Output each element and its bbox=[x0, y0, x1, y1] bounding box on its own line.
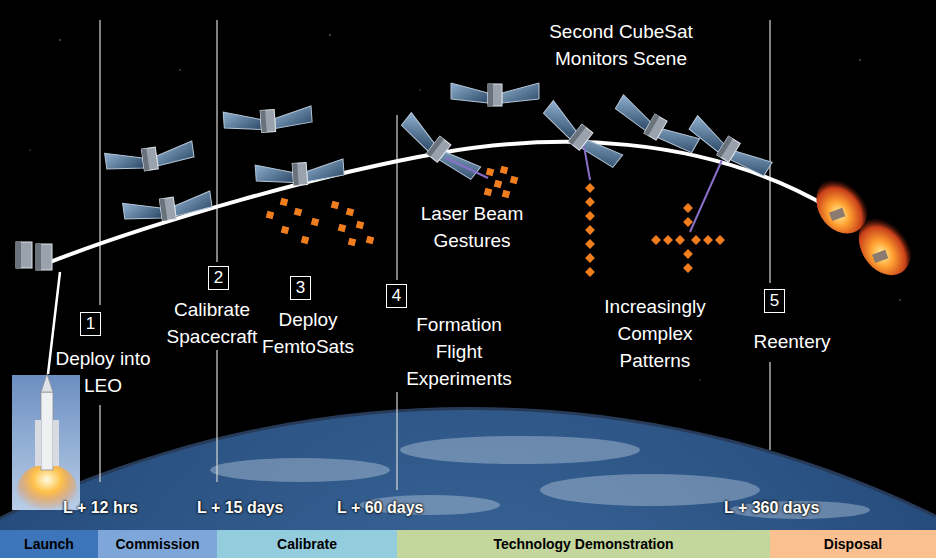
phase-name: Launch bbox=[24, 536, 74, 552]
phase-band: Commission bbox=[98, 530, 217, 558]
phase-name: Disposal bbox=[824, 536, 882, 552]
phase-name: Commission bbox=[115, 536, 199, 552]
callout-box: 5 bbox=[764, 289, 785, 313]
phase-band: Calibrate bbox=[217, 530, 397, 558]
callout-number: 4 bbox=[392, 286, 401, 306]
phase-name: Technology Demonstration bbox=[493, 536, 673, 552]
callout-box: 1 bbox=[80, 312, 101, 336]
time-label: L + 12 hrs bbox=[63, 498, 138, 518]
step-label: Reentery bbox=[737, 328, 847, 355]
step-label: Deploy into LEO bbox=[44, 345, 162, 399]
callout-number: 1 bbox=[86, 314, 95, 334]
time-label: L + 360 days bbox=[724, 498, 819, 518]
callout-number: 2 bbox=[214, 268, 223, 288]
phase-band: Disposal bbox=[770, 530, 936, 558]
time-label: L + 15 days bbox=[197, 498, 283, 518]
time-label: L + 60 days bbox=[337, 498, 423, 518]
step-label: Formation Flight Experiments bbox=[396, 311, 522, 392]
callout-box: 3 bbox=[290, 276, 311, 300]
step-label: Calibrate Spacecraft bbox=[157, 296, 267, 350]
callout-box: 2 bbox=[208, 266, 229, 290]
scene-label: Second CubeSat Monitors Scene bbox=[536, 18, 706, 72]
step-label: Deploy FemtoSats bbox=[256, 306, 360, 360]
phase-band: Technology Demonstration bbox=[397, 530, 770, 558]
callout-number: 5 bbox=[770, 291, 779, 311]
phase-name: Calibrate bbox=[277, 536, 337, 552]
pattern-label: Laser Beam Gestures bbox=[411, 200, 533, 254]
callout-box: 4 bbox=[386, 284, 407, 308]
phase-band: Launch bbox=[0, 530, 98, 558]
callout-number: 3 bbox=[296, 278, 305, 298]
pattern-label: Increasingly Complex Patterns bbox=[592, 293, 718, 374]
